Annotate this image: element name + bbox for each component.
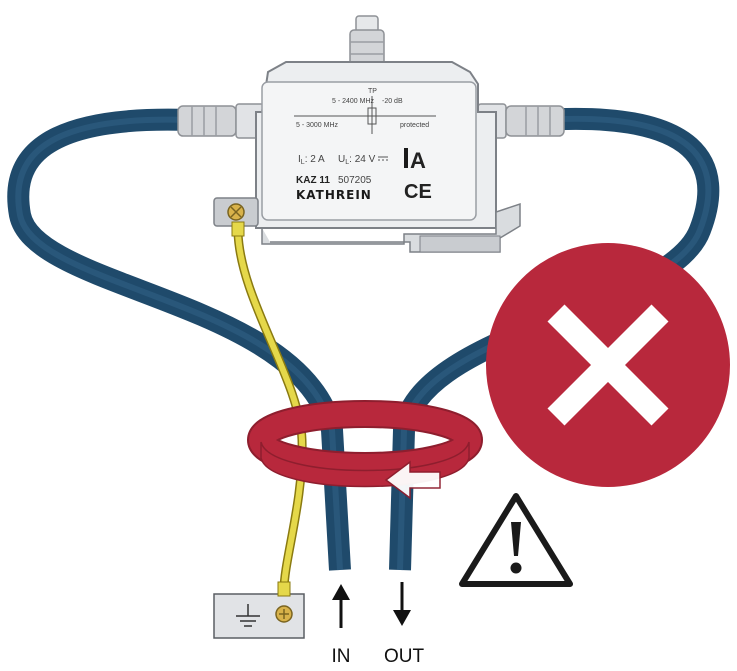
freq-top-label: 5 - 2400 MHz — [332, 98, 375, 105]
voltage-rating: UL: 24 V — [338, 154, 376, 166]
ferrite-ring — [247, 400, 483, 500]
arrow-down-icon — [393, 582, 411, 626]
current-rating: IL: 2 A — [298, 154, 325, 166]
out-label: OUT — [384, 646, 425, 667]
protected-label: protected — [400, 122, 429, 129]
connector-left — [177, 103, 265, 139]
dc-symbol — [378, 156, 388, 161]
freq-main-label: 5 - 3000 MHz — [296, 122, 339, 129]
cable-out — [389, 107, 720, 571]
svg-text:A: A — [410, 148, 426, 173]
surge-protector-device: 5 - 2400 MHz TP -20 dB 5 - 3000 MHz prot… — [255, 61, 521, 253]
att-label: -20 dB — [382, 98, 403, 105]
arrow-up-icon — [332, 584, 350, 628]
close-icon — [486, 243, 730, 487]
ground-icon — [236, 604, 260, 627]
ring-direction-arrow — [384, 460, 441, 500]
ce-mark: CE — [404, 181, 432, 203]
model-label: KAZ 11 — [296, 175, 330, 186]
ground-connection-box — [213, 581, 305, 639]
warning-icon — [459, 493, 573, 587]
article-number: 507205 — [338, 175, 372, 186]
brand-label: KATHREIN — [296, 188, 372, 202]
connector-top — [349, 15, 385, 67]
in-label: IN — [332, 646, 351, 667]
ia-logo: A — [404, 148, 426, 173]
ground-terminal-device — [213, 197, 259, 227]
tp-label: TP — [368, 88, 377, 95]
